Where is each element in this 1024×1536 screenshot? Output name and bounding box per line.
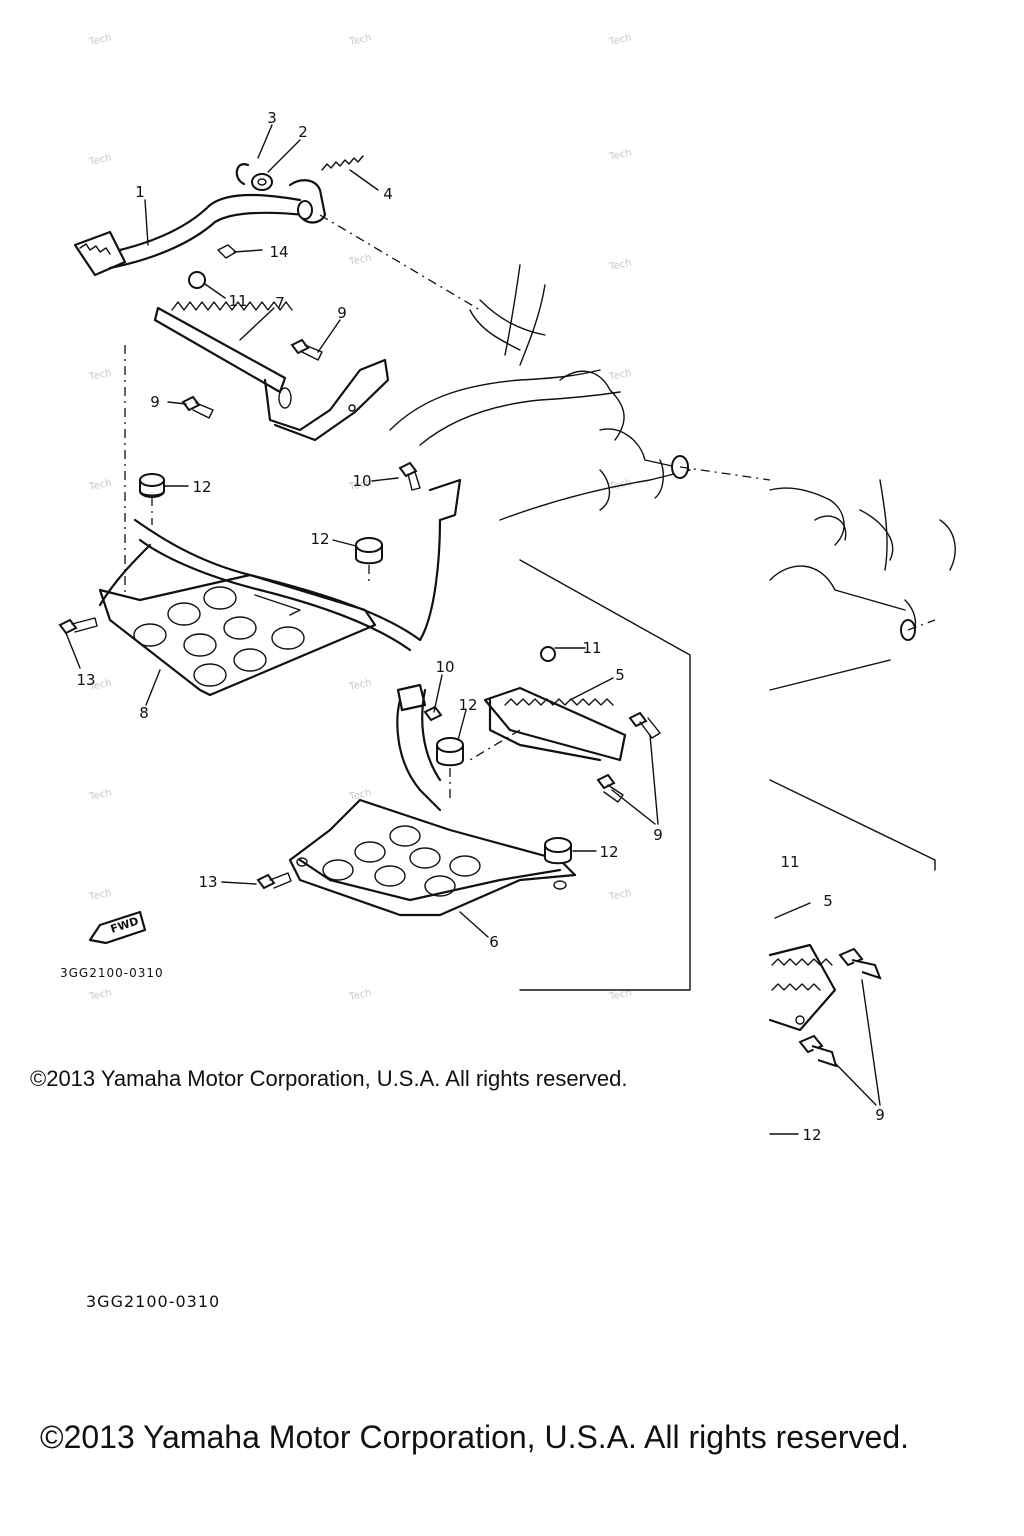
callout-14: 14	[269, 243, 288, 261]
watermark: Tech	[87, 888, 112, 904]
callout-11: 11	[780, 853, 799, 871]
callout-10: 10	[352, 472, 371, 490]
callout-8: 8	[139, 704, 149, 722]
rubber-grommet	[355, 537, 383, 565]
watermark: Tech	[347, 253, 372, 269]
bolt	[838, 947, 882, 980]
watermark: Tech	[347, 33, 372, 49]
callout-12: 12	[458, 696, 477, 714]
bolt	[398, 461, 421, 491]
watermark: Tech	[607, 988, 632, 1004]
assembly-line	[679, 466, 771, 481]
watermark: Tech	[87, 368, 112, 384]
bolt	[596, 773, 624, 803]
watermark: Tech	[347, 678, 372, 694]
callout-13: 13	[198, 873, 217, 891]
assembly-line	[319, 214, 481, 311]
part-code: 3GG2100-0310	[60, 966, 164, 980]
callout-11: 11	[228, 292, 247, 310]
footboard-left	[98, 478, 462, 697]
callout-10: 10	[435, 658, 454, 676]
bolt	[798, 1034, 838, 1068]
watermark: Tech	[87, 678, 112, 694]
watermark: Tech	[347, 988, 372, 1004]
watermark: Tech	[607, 33, 632, 49]
footrest-bracket-left	[153, 271, 390, 442]
inset-frame	[519, 559, 691, 991]
callout-12: 12	[310, 530, 329, 548]
watermark: Tech	[607, 888, 632, 904]
callout-3: 3	[267, 109, 277, 127]
frame-sketch	[389, 264, 956, 691]
callout-6: 6	[489, 933, 499, 951]
rubber-grommet	[436, 737, 464, 767]
copyright-notice: ©2013 Yamaha Motor Corporation, U.S.A. A…	[30, 1066, 628, 1091]
watermark: Tech	[347, 478, 372, 494]
assembly-line	[907, 619, 936, 631]
bolt	[256, 872, 292, 890]
footrest-right	[483, 646, 627, 762]
callout-9: 9	[653, 826, 663, 844]
watermark: Tech	[87, 788, 112, 804]
circlip	[235, 163, 250, 186]
callout-9: 9	[150, 393, 160, 411]
callout-2: 2	[298, 123, 308, 141]
bolt	[290, 338, 323, 361]
watermark: Tech	[87, 988, 112, 1004]
callout-13: 13	[76, 671, 95, 689]
footboard-right	[288, 683, 577, 917]
watermark: Tech	[347, 788, 372, 804]
return-spring	[321, 155, 364, 171]
forward-arrow-icon: FWD	[88, 910, 147, 945]
rubber-grommet	[139, 473, 165, 498]
watermark: Tech	[87, 153, 112, 169]
watermark: Tech	[87, 33, 112, 49]
watermark: Tech	[607, 258, 632, 274]
washer	[251, 173, 273, 191]
part-code: 3GG2100-0310	[86, 1292, 221, 1311]
callout-4: 4	[383, 185, 393, 203]
leader-lines	[65, 124, 881, 1135]
bolt	[181, 395, 214, 419]
footrest-right-inset	[768, 943, 837, 1032]
copyright-notice: ©2013 Yamaha Motor Corporation, U.S.A. A…	[40, 1419, 910, 1455]
watermark: Tech	[607, 368, 632, 384]
assembly-line	[469, 729, 521, 761]
callout-5: 5	[615, 666, 625, 684]
callout-9: 9	[875, 1106, 885, 1124]
callout-12: 12	[192, 478, 211, 496]
watermark: Tech	[87, 478, 112, 494]
watermark-layer: Tech Tech Tech Tech Tech Tech Tech Tech …	[87, 33, 632, 1004]
bolt	[58, 617, 98, 635]
rubber-grommet	[544, 837, 572, 865]
callout-1: 1	[135, 183, 145, 201]
callout-12: 12	[802, 1126, 821, 1144]
watermark: Tech	[607, 148, 632, 164]
callout-9: 9	[337, 304, 347, 322]
callout-12: 12	[599, 843, 618, 861]
brake-pedal	[73, 179, 327, 277]
bolt	[423, 705, 443, 722]
inset-frame	[769, 779, 936, 871]
callout-5: 5	[823, 892, 833, 910]
bolt	[628, 711, 661, 739]
callout-7: 7	[275, 294, 285, 312]
callout-11: 11	[582, 639, 601, 657]
